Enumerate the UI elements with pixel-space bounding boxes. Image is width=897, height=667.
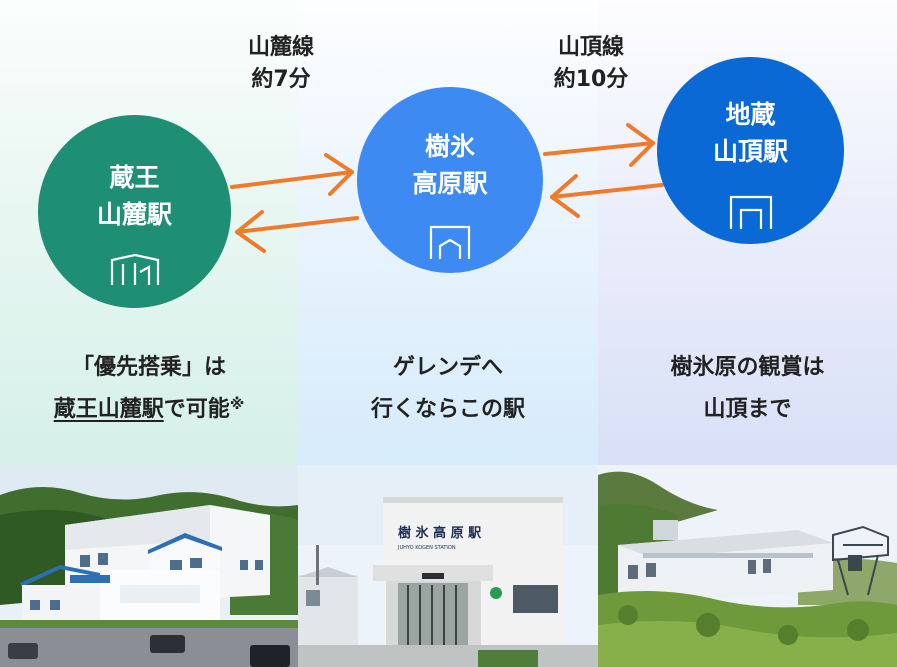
description-line2: 行くならこの駅	[370, 397, 525, 422]
station-zao-sanroku[interactable]: 蔵王 山麓駅	[38, 115, 231, 308]
station-building-icon	[110, 253, 159, 285]
station-juhyo-kogen[interactable]: 樹氷 高原駅	[357, 87, 543, 273]
station-name-line1: 樹氷	[424, 132, 475, 161]
description-line1: 「優先搭乗」は	[71, 355, 226, 380]
description-line1: 樹氷原の観賞は	[670, 355, 825, 380]
arrow-right-1	[230, 153, 354, 196]
route-duration: 約7分	[251, 67, 311, 92]
route-duration: 約10分	[553, 67, 629, 92]
arrow-left-1	[235, 210, 359, 253]
station-sign-subtitle: JUHYO KOGEN STATION	[397, 545, 456, 551]
station-sign-title: 樹 氷 高 原 駅	[398, 525, 482, 541]
arrow-right-2	[543, 123, 655, 167]
photo-juhyo-kogen-station: 樹 氷 高 原 駅 JUHYO KOGEN STATION	[298, 465, 598, 667]
station-name-line2: 高原駅	[412, 169, 488, 198]
description-sanroku: 「優先搭乗」は 蔵王山麓駅で可能※	[0, 347, 298, 431]
route-line-name: 山麓線	[247, 35, 314, 60]
photo-jizo-sancho-station	[598, 465, 897, 667]
description-line1: ゲレンデへ	[392, 355, 503, 380]
description-line2: 蔵王山麓駅で可能※	[53, 395, 245, 422]
station-gate-icon	[729, 195, 772, 229]
station-name-line1: 地蔵	[725, 100, 776, 129]
route-label-sanroku-line: 山麓線 約7分	[226, 32, 336, 96]
note-mark: ※	[229, 395, 245, 413]
route-arrows	[230, 123, 664, 253]
arrow-left-2	[550, 174, 664, 218]
station-name-line2: 山麓駅	[96, 200, 172, 229]
priority-station-link: 蔵王山麓駅	[53, 397, 164, 422]
route-label-sancho-line: 山頂線 約10分	[536, 32, 646, 96]
description-line2: 山頂まで	[703, 397, 792, 422]
station-name-line1: 蔵王	[109, 163, 160, 192]
description-juhyo-kogen: ゲレンデへ 行くならこの駅	[298, 347, 598, 431]
station-name-line2: 山頂駅	[712, 137, 788, 166]
photo-zao-sanroku-station	[0, 465, 298, 667]
station-jizo-sancho[interactable]: 地蔵 山頂駅	[657, 57, 844, 244]
description-sancho: 樹氷原の観賞は 山頂まで	[598, 347, 897, 431]
station-gate-icon	[429, 225, 471, 259]
route-line-name: 山頂線	[557, 35, 624, 60]
